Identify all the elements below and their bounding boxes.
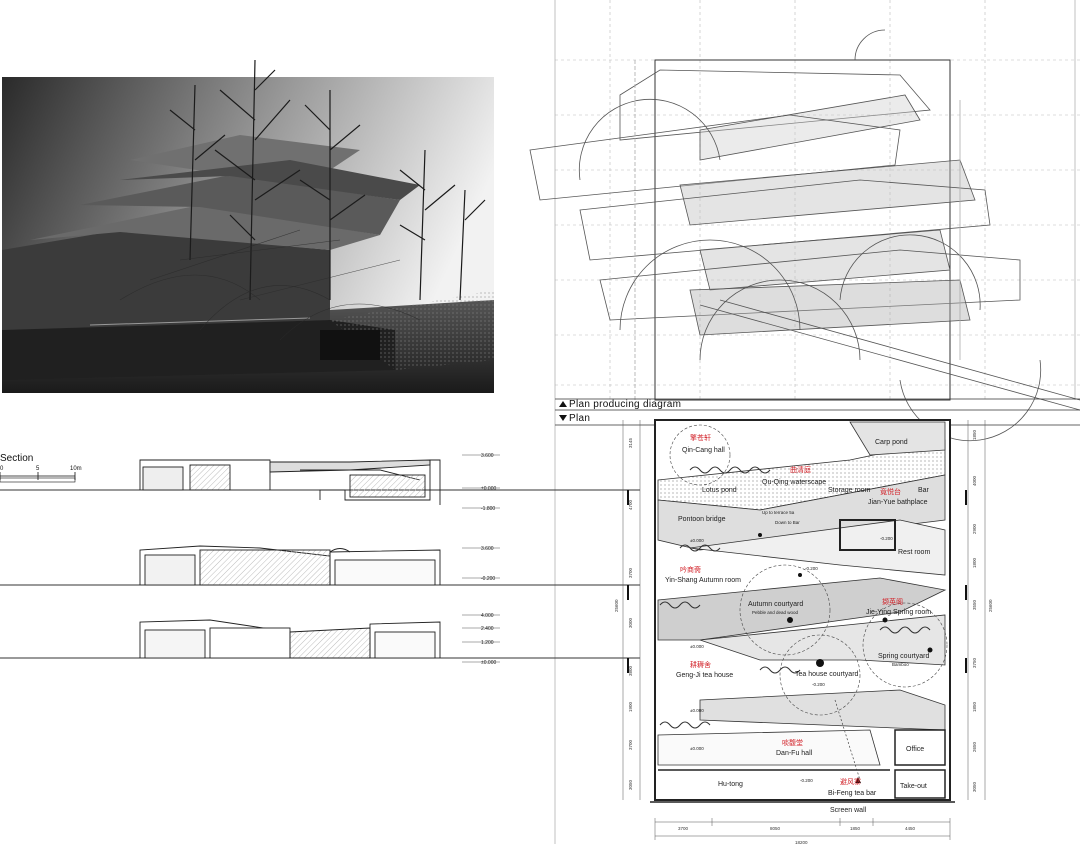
room-en-label: Geng-Ji tea house xyxy=(676,672,733,679)
room-en-label: Take-out xyxy=(900,783,927,790)
room-labels: 擎苍轩 Qin-Cang hall Carp pond Lotus pond 曲… xyxy=(665,433,931,814)
dim-right-total: 25600 xyxy=(988,599,993,612)
plan-levels: ±0.000 -0.200 -0.200 ±0.000 ±0.000 -0.20… xyxy=(690,536,893,783)
dim-bottom: 1850 xyxy=(850,826,861,831)
plan-level: ±0.000 xyxy=(690,708,704,713)
room-en-label: Carp pond xyxy=(875,439,908,446)
perspective-rendering xyxy=(2,59,494,393)
section-3 xyxy=(0,619,640,659)
dim-left: 3145 xyxy=(628,437,633,448)
room-en-label: Spring courtyard xyxy=(878,653,929,660)
room-en-label: Bi-Feng tea bar xyxy=(828,790,877,797)
plan-level: -0.200 xyxy=(812,682,825,687)
room-en-label: Dan-Fu hall xyxy=(776,750,813,757)
dim-right: 1800 xyxy=(972,557,977,568)
dim-bottom-total: 18200 xyxy=(795,840,808,844)
plan-level: ±0.000 xyxy=(690,538,704,543)
room-en-label: Autumn courtyard xyxy=(748,601,803,608)
dim-right: 4000 xyxy=(972,475,977,486)
triangle-down-icon xyxy=(559,415,567,421)
dim-left: 3000 xyxy=(628,617,633,628)
section-1-levels xyxy=(462,454,500,509)
room-cn-label: 啖馥堂 xyxy=(782,738,803,747)
plan-level: ±0.000 xyxy=(690,746,704,751)
room-cn-label: 曲清庭 xyxy=(790,465,811,474)
section-2 xyxy=(0,545,640,586)
plan-level: -0.200 xyxy=(800,778,813,783)
room-en-label: Rest room xyxy=(898,549,930,556)
room-en-label: Jie-Ying Spring room xyxy=(866,609,931,616)
section-3-level: 1.200 xyxy=(481,640,494,646)
section-2-levels xyxy=(462,547,500,579)
section-heading: Section xyxy=(0,453,34,464)
section-1-level: -1.800 xyxy=(481,506,495,512)
section-1 xyxy=(0,459,640,505)
room-cn-label: 耕耨舍 xyxy=(690,660,711,669)
scale-tick-5: 5 xyxy=(36,466,40,472)
room-en-label: Jian-Yue bathplace xyxy=(868,499,928,506)
scale-tick-10m: 10m xyxy=(70,466,82,472)
section-3-level: 2.400 xyxy=(481,626,494,632)
section-1-level: 3.600 xyxy=(481,453,494,459)
plan-level: -0.200 xyxy=(880,536,893,541)
plan-producing-heading: Plan producing diagram xyxy=(569,399,682,410)
scale-bar xyxy=(0,472,76,483)
dim-left: 3700 xyxy=(628,739,633,750)
dim-bottom: 8050 xyxy=(770,826,781,831)
dim-right: 3050 xyxy=(972,781,977,792)
room-en-label: Qu-Qing waterscape xyxy=(762,479,826,486)
room-cn-label: 竟悦台 xyxy=(880,487,901,496)
room-en-label: Qin-Cang hall xyxy=(682,447,725,454)
dim-bottom: 4450 xyxy=(905,826,916,831)
dim-right: 2900 xyxy=(972,523,977,534)
room-cn-label: 吟商斋 xyxy=(680,565,701,574)
room-cn-label: 擎苍轩 xyxy=(690,433,711,442)
section-2-level: -0.200 xyxy=(481,576,495,582)
dimension-text: 3700 8050 1850 4450 18200 25600 3145 470… xyxy=(614,429,993,844)
plan-level: ±0.000 xyxy=(690,644,704,649)
room-en-label: Up to terrace 5a xyxy=(762,510,795,515)
dimension-lines xyxy=(622,420,986,840)
room-cn-label: 避风寨 xyxy=(840,777,861,786)
room-en-label: Lotus pond xyxy=(702,487,737,494)
dim-left: 1900 xyxy=(628,701,633,712)
dim-right: 1850 xyxy=(972,701,977,712)
room-en-label: Yin-Shang Autumn room xyxy=(665,577,741,584)
section-cut-markers xyxy=(627,490,967,673)
room-en-label: Tea house courtyard xyxy=(795,671,859,678)
plan-level: -0.200 xyxy=(805,566,818,571)
section-3-levels xyxy=(462,614,500,663)
floor-plan xyxy=(650,419,955,803)
room-en-label: Hu-tong xyxy=(718,781,743,788)
plan-heading: Plan xyxy=(569,413,591,424)
room-en-label: Bar xyxy=(918,487,930,494)
dim-left-total: 25600 xyxy=(614,599,619,612)
plan-producing-diagram xyxy=(529,0,1080,844)
dim-right: 2650 xyxy=(972,741,977,752)
dim-right: 3550 xyxy=(972,599,977,610)
room-en-label: Storage room xyxy=(828,487,871,494)
scale-tick-0: 0 xyxy=(0,466,4,472)
section-2-level: 3.600 xyxy=(481,546,494,552)
dim-left: 3800 xyxy=(628,665,633,676)
room-en-label: Down to Bar xyxy=(775,520,800,525)
room-en-label: Bamboo xyxy=(892,662,909,667)
dim-right: 1850 xyxy=(972,429,977,440)
dim-left: 3050 xyxy=(628,779,633,790)
room-en-label: Pebble and dead wood xyxy=(752,610,799,615)
section-3-level: 4.000 xyxy=(481,613,494,619)
room-en-label: Screen wall xyxy=(830,807,867,814)
room-en-label: Pontoon bridge xyxy=(678,516,726,523)
dim-left: 3700 xyxy=(628,567,633,578)
triangle-up-icon xyxy=(559,401,567,407)
dim-bottom: 3700 xyxy=(678,826,689,831)
section-3-level: ±0.000 xyxy=(481,660,496,666)
dim-left: 4700 xyxy=(628,499,633,510)
room-cn-label: 撷英阁 xyxy=(882,597,903,606)
room-en-label: Office xyxy=(906,746,924,753)
entrance-arrow-icon xyxy=(855,777,861,783)
section-1-level: ±0.000 xyxy=(481,486,496,492)
dim-right: 3750 xyxy=(972,657,977,668)
